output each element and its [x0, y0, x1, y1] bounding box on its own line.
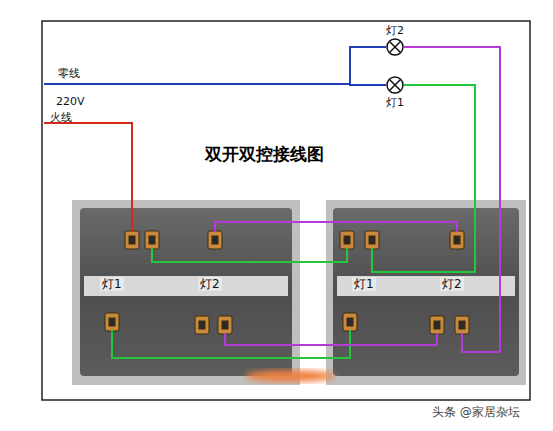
terminal: [145, 231, 159, 249]
terminal-hole: [222, 321, 228, 329]
terminal-hole: [369, 236, 375, 244]
switch-label: 灯2: [440, 277, 464, 291]
switch-box: 灯1 灯2: [72, 200, 300, 385]
lamp-symbol: [386, 38, 404, 56]
terminal: [195, 316, 209, 334]
wire-connector: [404, 85, 475, 200]
wire-label: 头条 @家居杂坛: [432, 405, 520, 419]
terminal: [208, 231, 222, 249]
terminal: [218, 316, 232, 334]
wire-connector: [404, 47, 500, 200]
lamp-symbol: [386, 76, 404, 94]
terminal: [365, 231, 379, 249]
terminal: [105, 231, 469, 334]
terminal: [455, 316, 469, 334]
terminal-hole: [434, 321, 440, 329]
terminal-hole: [109, 318, 115, 326]
terminal-hole: [149, 236, 155, 244]
terminal: [343, 313, 357, 331]
lamp: 灯2: [386, 38, 404, 56]
wire-connector: [300, 221, 326, 223]
switch-label: 灯1: [100, 277, 124, 291]
terminal: [430, 316, 444, 334]
switch-label: 灯1: [352, 277, 376, 291]
switch-box: 灯1 灯2: [326, 200, 526, 385]
lamp-label: 灯2: [385, 24, 405, 37]
terminal: [340, 231, 354, 249]
wire: [44, 84, 500, 358]
terminal-hole: [454, 236, 460, 244]
terminal-hole: [344, 236, 350, 244]
terminal: [105, 313, 119, 331]
wire-connector: [300, 344, 326, 346]
diagram-title: 双开双控接线图: [205, 144, 324, 164]
switch-panel: [72, 200, 526, 385]
smudge: [245, 370, 335, 382]
terminal-hole: [212, 236, 218, 244]
frame: [42, 21, 530, 400]
terminal-hole: [199, 321, 205, 329]
wire-connector: [300, 357, 326, 359]
wire-label: 火线: [50, 111, 72, 124]
terminal-hole: [347, 318, 353, 326]
terminal: [450, 231, 464, 249]
lamp: 灯1: [386, 76, 404, 94]
switch-label: 灯2: [198, 277, 222, 291]
terminal: [125, 231, 139, 249]
wire-label: 零线: [58, 67, 80, 80]
wire-connector: [300, 261, 326, 263]
terminal-hole: [459, 321, 465, 329]
terminal-hole: [129, 236, 135, 244]
wire-connector: [350, 47, 386, 85]
lamp-label: 灯1: [385, 96, 405, 109]
wire-label: 220V: [56, 95, 85, 108]
